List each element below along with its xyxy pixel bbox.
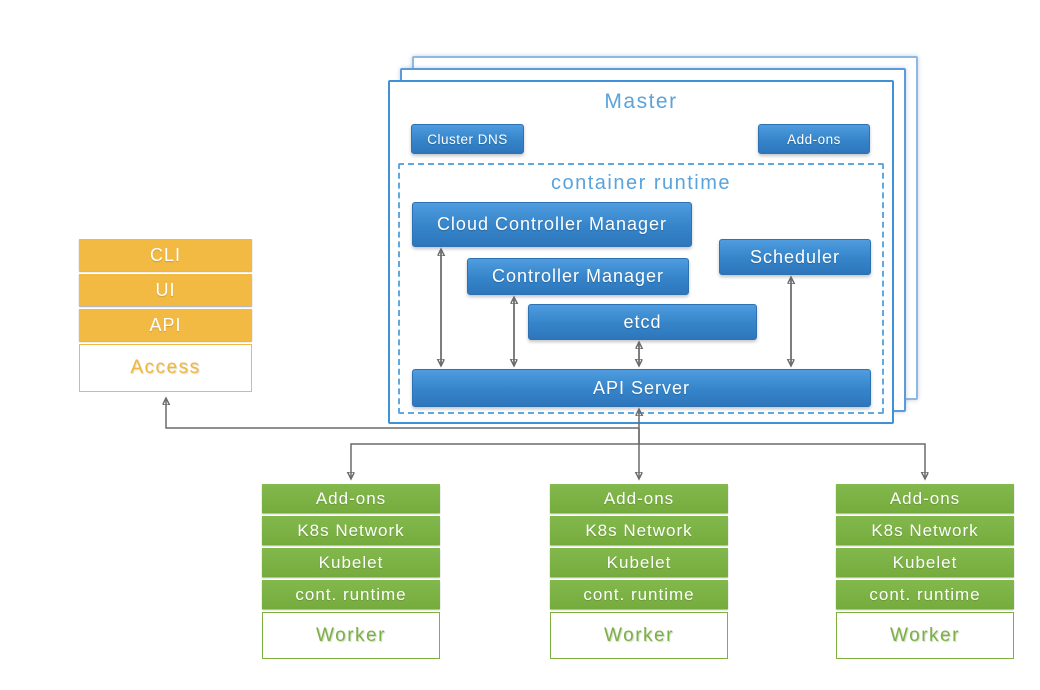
worker-item-addons: Add-ons bbox=[836, 484, 1014, 513]
scheduler-box: Scheduler bbox=[719, 239, 871, 275]
worker-item-cont-runtime: cont. runtime bbox=[550, 580, 728, 609]
access-item-ui: UI bbox=[79, 274, 252, 306]
worker-item-addons: Add-ons bbox=[550, 484, 728, 513]
worker-item-k8s-network: K8s Network bbox=[550, 516, 728, 545]
worker-base-label: Worker bbox=[262, 612, 440, 659]
worker-stack-1: Add-ons K8s Network Kubelet cont. runtim… bbox=[262, 484, 440, 659]
api-server-box: API Server bbox=[412, 369, 871, 407]
access-item-cli: CLI bbox=[79, 239, 252, 271]
worker-item-cont-runtime: cont. runtime bbox=[262, 580, 440, 609]
worker-item-kubelet: Kubelet bbox=[550, 548, 728, 577]
worker-item-cont-runtime: cont. runtime bbox=[836, 580, 1014, 609]
worker-stack-2: Add-ons K8s Network Kubelet cont. runtim… bbox=[550, 484, 728, 659]
cluster-dns-box: Cluster DNS bbox=[411, 124, 524, 154]
worker-item-kubelet: Kubelet bbox=[836, 548, 1014, 577]
worker-item-addons: Add-ons bbox=[262, 484, 440, 513]
container-runtime-title: container runtime bbox=[550, 172, 732, 194]
etcd-box: etcd bbox=[528, 304, 757, 340]
worker-item-kubelet: Kubelet bbox=[262, 548, 440, 577]
controller-manager-box: Controller Manager bbox=[467, 258, 689, 295]
worker-stack-3: Add-ons K8s Network Kubelet cont. runtim… bbox=[836, 484, 1014, 659]
access-item-api: API bbox=[79, 309, 252, 341]
cloud-controller-manager-box: Cloud Controller Manager bbox=[412, 202, 692, 247]
master-addons-box: Add-ons bbox=[758, 124, 870, 154]
worker-item-k8s-network: K8s Network bbox=[836, 516, 1014, 545]
container-runtime-box: container runtime Cloud Controller Manag… bbox=[398, 163, 884, 414]
master-title: Master bbox=[604, 90, 678, 113]
access-stack: CLI UI API Access bbox=[79, 239, 252, 392]
master-box: Master Cluster DNS Add-ons container run… bbox=[388, 80, 894, 424]
worker-base-label: Worker bbox=[836, 612, 1014, 659]
worker-base-label: Worker bbox=[550, 612, 728, 659]
worker-item-k8s-network: K8s Network bbox=[262, 516, 440, 545]
arrow-apiserver-worker1 bbox=[351, 443, 639, 479]
access-base-label: Access bbox=[79, 344, 252, 392]
arrow-apiserver-worker3 bbox=[639, 443, 925, 479]
